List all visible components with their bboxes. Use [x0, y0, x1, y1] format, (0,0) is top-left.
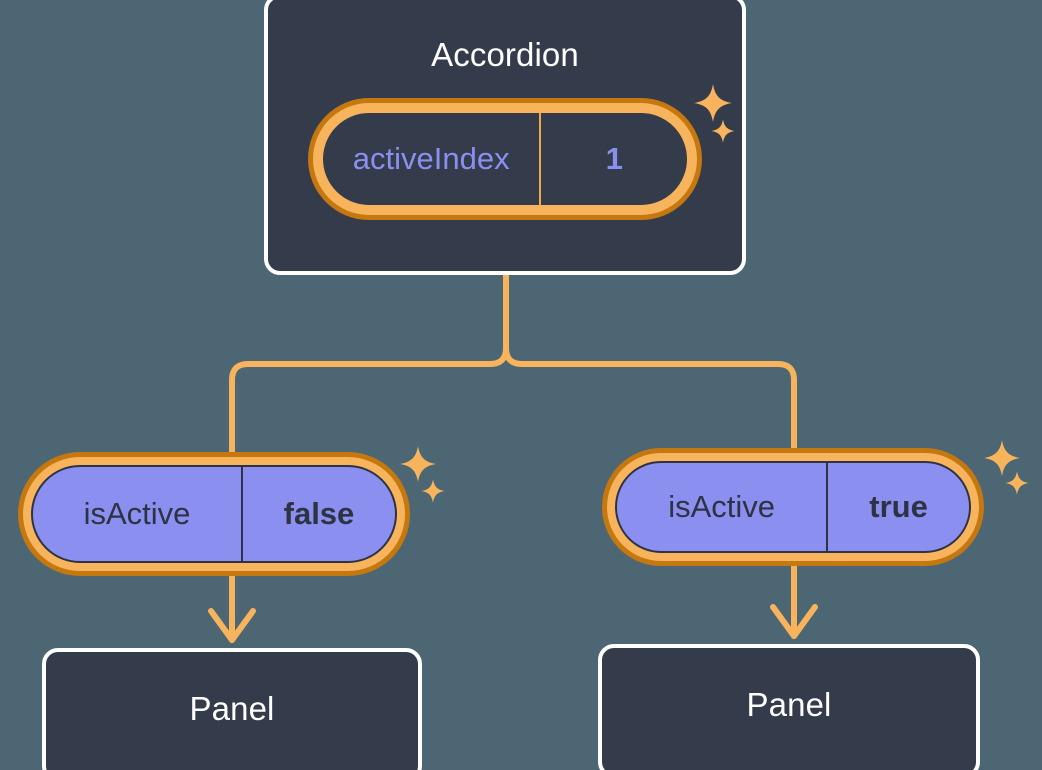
state-value-activeindex: 1: [605, 141, 623, 176]
prop-pill-body-right: isActive true: [615, 461, 971, 553]
prop-pill-ring-right: isActive true: [607, 453, 979, 561]
prop-pill-isactive-false[interactable]: isActive false: [18, 452, 410, 576]
component-title-accordion: Accordion: [431, 36, 579, 73]
component-title-panel-left: Panel: [189, 690, 275, 727]
state-pill-body: activeIndex 1: [321, 111, 689, 207]
state-pill-ring: activeIndex 1: [313, 103, 697, 215]
component-box-panel-right[interactable]: Panel: [598, 644, 980, 770]
component-title-panel-right: Panel: [746, 686, 832, 723]
sparkle-small-icon: [710, 118, 736, 144]
prop-key-isactive-right: isActive: [617, 463, 829, 551]
prop-pill-ring-left: isActive false: [23, 457, 405, 571]
prop-pill-body-left: isActive false: [31, 465, 397, 563]
prop-value-true: true: [869, 489, 928, 524]
state-pill-activeindex[interactable]: activeIndex 1: [308, 98, 702, 220]
sparkle-icon: [692, 82, 734, 124]
prop-pill-isactive-true[interactable]: isActive true: [602, 448, 984, 566]
sparkle-icon: [982, 438, 1022, 478]
sparkle-small-icon: [420, 478, 446, 504]
sparkle-icon: [398, 444, 438, 484]
prop-value-false: false: [283, 496, 355, 531]
state-key-activeindex: activeIndex: [323, 113, 542, 205]
sparkle-small-icon: [1004, 470, 1030, 496]
component-box-panel-left[interactable]: Panel: [42, 648, 422, 770]
prop-key-isactive-left: isActive: [33, 467, 243, 561]
